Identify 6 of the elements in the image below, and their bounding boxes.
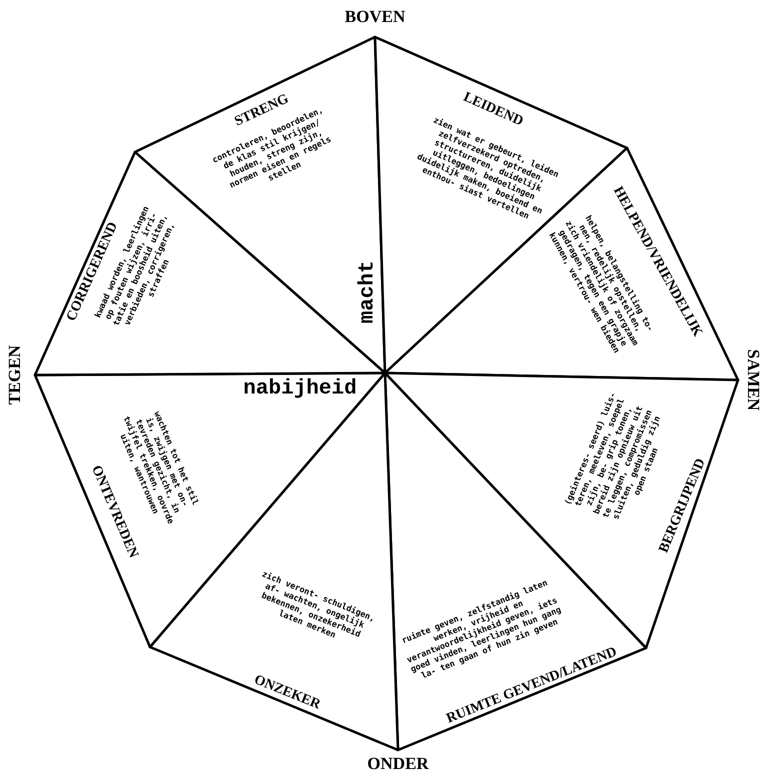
direction-label: SAMEN xyxy=(743,349,763,411)
axis-label: nabijheid xyxy=(243,378,357,400)
axis-label: macht xyxy=(356,260,380,324)
direction-label: BOVEN xyxy=(344,7,406,27)
direction-label: ONDER xyxy=(367,754,429,774)
direction-label: TEGEN xyxy=(5,345,25,405)
